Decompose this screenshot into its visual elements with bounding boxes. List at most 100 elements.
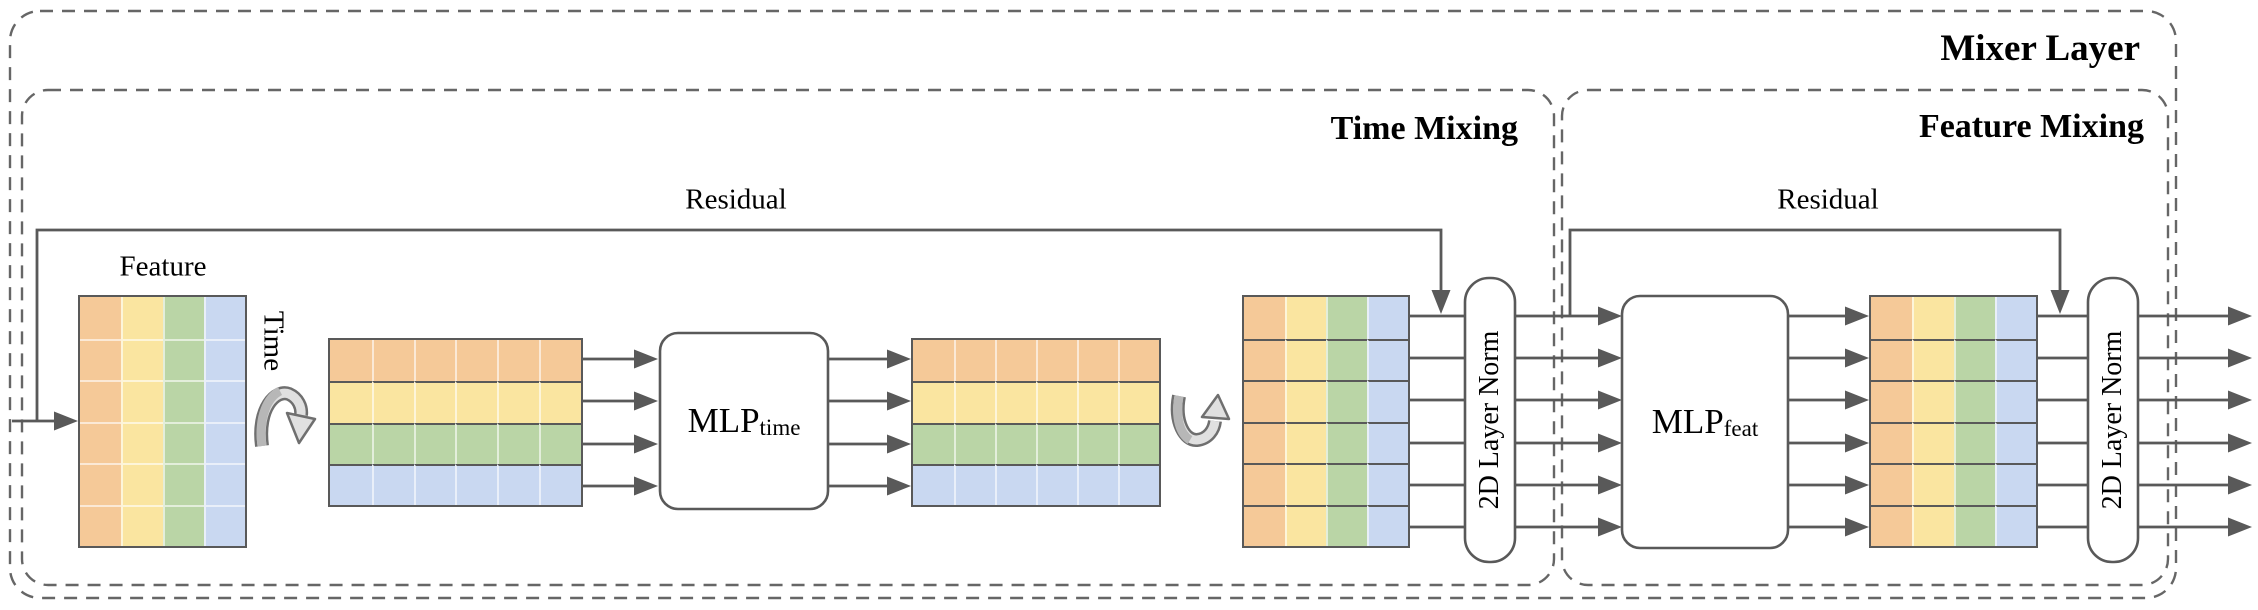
arrowhead bbox=[634, 391, 658, 411]
matrix-cell bbox=[954, 340, 995, 382]
matrix-cell bbox=[371, 381, 414, 423]
mlp-time-label: MLPtime bbox=[688, 403, 801, 439]
mlp-feat-name: MLP bbox=[1651, 402, 1724, 442]
arrowhead bbox=[1598, 517, 1622, 537]
time-residual-wire bbox=[35, 228, 1443, 420]
matrix-cell bbox=[1912, 338, 1954, 380]
feature-mixing-title: Feature Mixing bbox=[1918, 108, 2144, 145]
matrix-cell bbox=[1367, 463, 1408, 505]
matrix-cell bbox=[203, 338, 245, 380]
matrix-cell bbox=[1953, 380, 1995, 422]
matrix-cell bbox=[1367, 338, 1408, 380]
matrix-cell bbox=[995, 422, 1036, 464]
matrix-cell bbox=[203, 463, 245, 505]
feature-input-matrix bbox=[78, 295, 247, 548]
time-row-matrix-out bbox=[911, 338, 1161, 507]
matrix-cell bbox=[1994, 297, 2036, 339]
matrix-cell bbox=[330, 422, 372, 464]
feature-mixing-box bbox=[1560, 88, 2170, 587]
matrix-cell bbox=[1912, 380, 1954, 422]
time-mixed-matrix bbox=[1242, 295, 1410, 548]
matrix-cell bbox=[1285, 463, 1326, 505]
matrix-cell bbox=[455, 422, 498, 464]
matrix-cell bbox=[1912, 463, 1954, 505]
layer-norm-time-box bbox=[1463, 276, 1517, 564]
matrix-cell bbox=[497, 340, 540, 382]
matrix-cell bbox=[1036, 422, 1077, 464]
time-mixing-box bbox=[20, 88, 1556, 587]
matrix-cell bbox=[203, 421, 245, 463]
matrix-cell bbox=[1367, 504, 1408, 546]
matrix-cell bbox=[121, 297, 163, 339]
matrix-cell bbox=[1326, 504, 1367, 546]
arrowhead bbox=[1598, 306, 1622, 326]
matrix-cell bbox=[330, 381, 372, 423]
time-row-matrix-in bbox=[328, 338, 583, 507]
matrix-cell bbox=[1871, 504, 1913, 546]
matrix-cell bbox=[1285, 338, 1326, 380]
matrix-cell bbox=[995, 381, 1036, 423]
matrix-cell bbox=[1367, 297, 1408, 339]
matrix-cell bbox=[1326, 297, 1367, 339]
arrowhead bbox=[887, 391, 911, 411]
matrix-cell bbox=[1244, 463, 1285, 505]
arrowhead bbox=[2228, 348, 2252, 368]
matrix-cell bbox=[1077, 422, 1118, 464]
arrowhead bbox=[887, 476, 911, 496]
matrix-cell bbox=[330, 340, 372, 382]
arrowhead bbox=[887, 434, 911, 454]
matrix-cell bbox=[913, 463, 954, 505]
matrix-cell bbox=[954, 422, 995, 464]
matrix-cell bbox=[80, 504, 122, 546]
arrowhead bbox=[2228, 390, 2252, 410]
matrix-cell bbox=[1118, 422, 1159, 464]
matrix-cell bbox=[80, 338, 122, 380]
matrix-cell bbox=[954, 381, 995, 423]
matrix-cell bbox=[455, 463, 498, 505]
feature-mixed-matrix bbox=[1869, 295, 2038, 548]
matrix-cell bbox=[1912, 421, 1954, 463]
matrix-cell bbox=[80, 421, 122, 463]
matrix-cell bbox=[497, 463, 540, 505]
matrix-cell bbox=[1994, 421, 2036, 463]
transpose-arrow-icon bbox=[254, 386, 317, 447]
matrix-cell bbox=[1912, 297, 1954, 339]
arrowhead bbox=[1598, 348, 1622, 368]
matrix-cell bbox=[1244, 421, 1285, 463]
matrix-cell bbox=[497, 381, 540, 423]
matrix-cell bbox=[203, 504, 245, 546]
matrix-cell bbox=[995, 340, 1036, 382]
matrix-cell bbox=[203, 380, 245, 422]
mlp-time-name: MLP bbox=[687, 401, 760, 441]
matrix-cell bbox=[1285, 380, 1326, 422]
matrix-cell bbox=[1953, 297, 1995, 339]
matrix-cell bbox=[330, 463, 372, 505]
arrowhead bbox=[1845, 433, 1869, 453]
matrix-cell bbox=[371, 340, 414, 382]
matrix-cell bbox=[497, 422, 540, 464]
matrix-cell bbox=[1953, 504, 1995, 546]
matrix-cell bbox=[1036, 463, 1077, 505]
matrix-cell bbox=[913, 340, 954, 382]
matrix-cell bbox=[455, 381, 498, 423]
arrowhead bbox=[634, 476, 658, 496]
matrix-cell bbox=[162, 504, 204, 546]
transpose-back-arrow-icon bbox=[1170, 393, 1231, 447]
matrix-cell bbox=[121, 421, 163, 463]
matrix-cell bbox=[1953, 338, 1995, 380]
arrowhead bbox=[2228, 517, 2252, 537]
arrowhead bbox=[2228, 475, 2252, 495]
matrix-cell bbox=[1871, 380, 1913, 422]
matrix-cell bbox=[1871, 297, 1913, 339]
arrowhead bbox=[1598, 475, 1622, 495]
matrix-cell bbox=[1326, 421, 1367, 463]
layer-norm-feature-box bbox=[2086, 276, 2140, 564]
matrix-cell bbox=[1118, 463, 1159, 505]
layer-norm-time-label: 2D Layer Norm bbox=[1474, 330, 1505, 510]
time-residual-label: Residual bbox=[685, 183, 787, 216]
arrowhead bbox=[1845, 390, 1869, 410]
matrix-cell bbox=[1285, 297, 1326, 339]
layer-norm-feature-label: 2D Layer Norm bbox=[2097, 330, 2128, 510]
